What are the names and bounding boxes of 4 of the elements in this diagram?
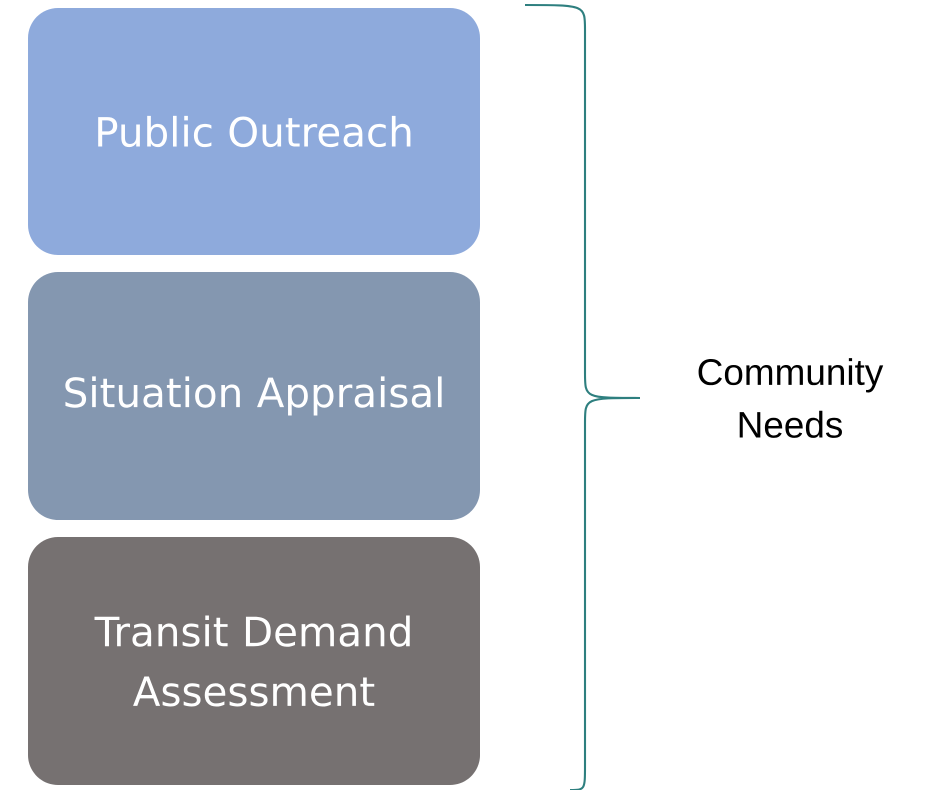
- bracket-label: Community Needs: [698, 358, 884, 438]
- process-box: Situation Appraisal: [28, 272, 480, 520]
- process-box: Transit Demand Assessment: [28, 537, 480, 785]
- process-box: Public Outreach: [28, 8, 480, 255]
